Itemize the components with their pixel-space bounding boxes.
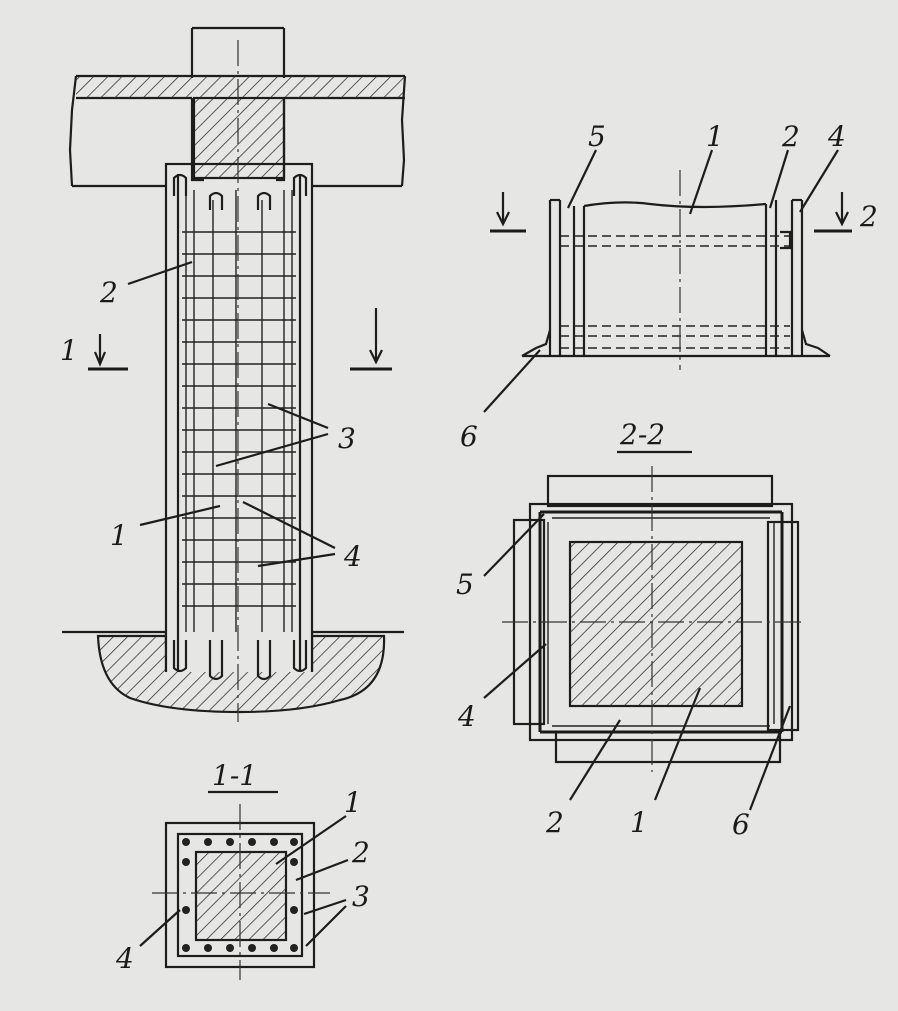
detail-label-6: 6 (460, 420, 478, 453)
section-1-1-label-2: 2 (351, 836, 370, 869)
section-1-1-rebars (182, 838, 298, 952)
elevation-leaders (127, 260, 336, 568)
elevation-label-2: 2 (99, 276, 118, 309)
elevation-label-3: 3 (338, 422, 356, 455)
jacket-detail-elevation: 2 5 1 2 4 6 (460, 120, 878, 453)
bottom-anchors (172, 640, 308, 681)
slab-break-lines (68, 75, 407, 187)
jacket-outline (164, 162, 314, 646)
cut-mark-1: 1 (60, 334, 78, 367)
section-2-2-leaders (483, 513, 792, 811)
detail-leaders (483, 149, 839, 413)
section-1-1-label-4: 4 (115, 942, 134, 975)
section-2-2-core (568, 540, 744, 708)
horizontal-ties (182, 231, 296, 607)
reinforcement-mesh (185, 190, 293, 640)
section-2-2-label-2: 2 (545, 806, 564, 839)
section-title-2-2: 2-2 (619, 418, 665, 451)
section-2-2: 2-2 5 4 2 1 6 (456, 418, 806, 841)
column-elevation: 1 2 3 1 4 (60, 26, 407, 722)
section-1-1-leaders (139, 815, 349, 947)
section-cut-1-1 (88, 308, 392, 371)
cut-mark-2: 2 (859, 200, 878, 233)
top-anchors (172, 173, 308, 210)
section-2-2-label-1: 1 (630, 806, 648, 839)
upper-column (190, 26, 286, 78)
section-2-2-label-6: 6 (732, 808, 750, 841)
detail-label-5: 5 (588, 120, 606, 153)
section-title-1-1: 1-1 (212, 759, 257, 792)
section-2-2-label-5: 5 (456, 568, 474, 601)
section-1-1-label-3: 3 (352, 880, 370, 913)
column-capital (192, 96, 286, 180)
elevation-label-4: 4 (343, 540, 362, 573)
detail-label-2: 2 (781, 120, 800, 153)
section-1-1-label-1: 1 (344, 786, 362, 819)
section-1-1: 1-1 1 2 3 4 (115, 759, 370, 980)
detail-label-1: 1 (706, 120, 724, 153)
section-2-2-label-4: 4 (457, 700, 476, 733)
elevation-label-1: 1 (110, 519, 128, 552)
detail-label-4: 4 (827, 120, 846, 153)
